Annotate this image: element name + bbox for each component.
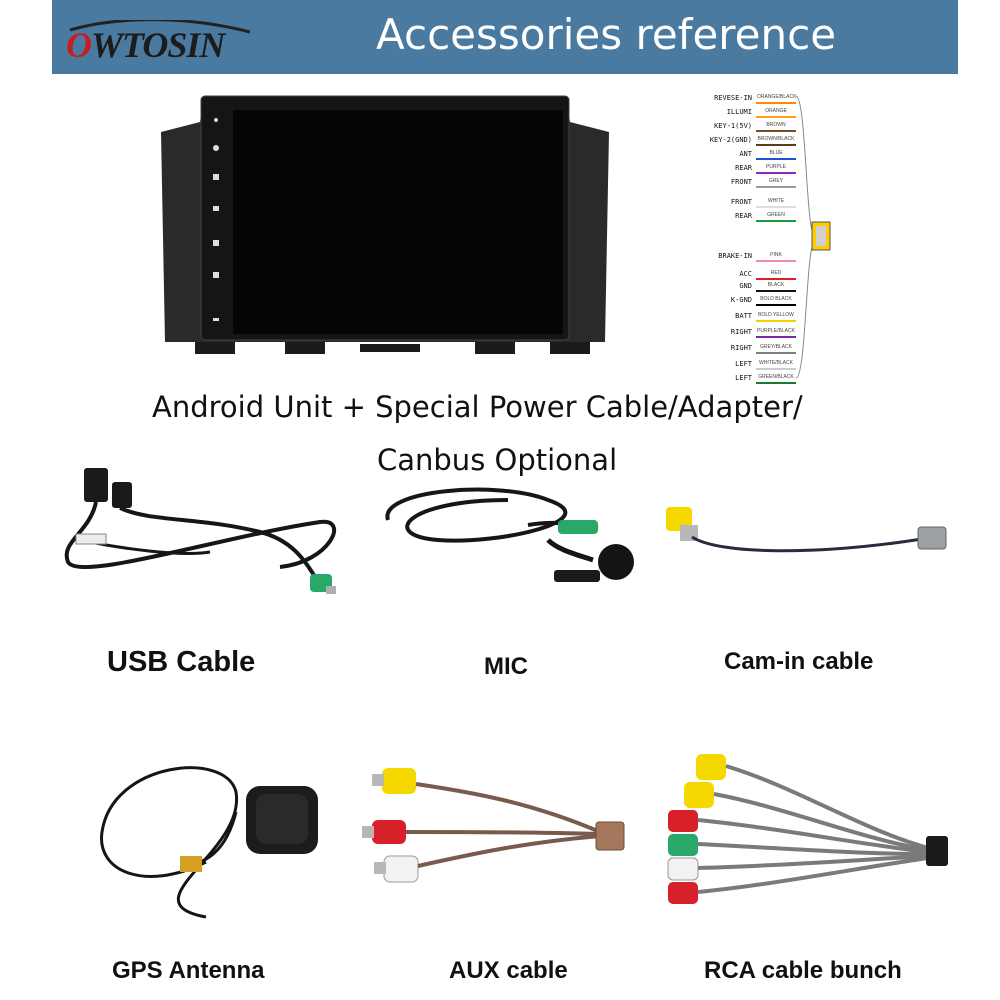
aux-cable-image [362, 768, 625, 883]
wire-line [756, 186, 796, 188]
wire-pin-label: BRAKE-IN [718, 252, 752, 260]
wire-line [756, 116, 796, 118]
wire-pin-label: KEY-1(5V) [714, 122, 752, 130]
wire-pin-label: LEFT [735, 360, 752, 368]
page-title: Accessories reference [376, 10, 837, 59]
wire-color-label: GREEN/BLACK [758, 374, 794, 380]
wire-pin-label: FRONT [730, 198, 752, 206]
wire-line [756, 260, 796, 262]
wiring-diagram: REVESE-IN ORANGE/BLACK ILLUMI ORANGE KEY-1(5… [700, 90, 840, 385]
wire-color-label: ORANGE [765, 108, 787, 114]
wire-color-label: WHITE/BLACK [759, 360, 793, 366]
cam-in-cable-image [666, 507, 947, 553]
wire-pin-label: REVESE-IN [714, 94, 752, 102]
rca-cable-bunch-label: RCA cable bunch [704, 957, 902, 984]
wire-color-label: BLACK [767, 282, 785, 288]
wire-pin-label: RIGHT [730, 328, 752, 336]
gps-antenna-image [100, 766, 318, 919]
wire-color-label: GREEN [767, 212, 785, 218]
wire-color-label: PURPLE [765, 164, 786, 170]
wire-line [756, 130, 796, 132]
wire-line [756, 320, 796, 322]
wire-color-label: GREY [768, 178, 784, 184]
wire-pin-label: BATT [735, 312, 752, 320]
wire-pin-label: ANT [739, 150, 752, 158]
logo-swoosh-icon [69, 20, 251, 34]
wire-color-label: BOLD YELLOW [758, 312, 794, 318]
mic-image [385, 487, 634, 582]
wire-line [756, 144, 796, 146]
cam-in-cable-label: Cam-in cable [724, 648, 874, 675]
wire-line [756, 382, 796, 384]
gps-antenna-label: GPS Antenna [112, 957, 265, 984]
wire-line [756, 352, 796, 354]
wire-pin-label: REAR [735, 212, 752, 220]
usb-cable-label: USB Cable [107, 646, 256, 678]
wire-color-label: BROWN/BLACK [757, 136, 795, 142]
unit-caption-line2: Canbus Optional [377, 443, 618, 477]
wire-color-label: BLUE [769, 150, 783, 156]
wire-bundle-icon [796, 95, 831, 379]
wire-line [756, 278, 796, 280]
wire-line [756, 336, 796, 338]
wire-line [756, 206, 796, 208]
wire-pin-label: K-GND [730, 296, 752, 304]
aux-cable-label: AUX cable [449, 957, 568, 984]
wire-pin-label: GND [739, 282, 752, 290]
brand-logo: OWTOSIN [66, 20, 252, 70]
wire-line [756, 158, 796, 160]
wire-pin-label: REAR [735, 164, 752, 172]
wire-color-label: WHITE [767, 198, 785, 204]
header-banner [52, 0, 958, 74]
android-head-unit [161, 95, 609, 354]
wire-color-label: PURPLE/BLACK [757, 328, 795, 334]
wire-line [756, 172, 796, 174]
wire-color-label: RED [770, 270, 782, 276]
logo-text: OWTOSIN [66, 25, 225, 65]
wire-pin-label: FRONT [730, 178, 752, 186]
wire-line [756, 304, 796, 306]
wire-pin-label: LEFT [735, 374, 752, 382]
wire-color-label: ORANGE/BLACK [757, 94, 797, 100]
wire-line [756, 220, 796, 222]
wire-color-label: BOLD BLACK [760, 296, 792, 302]
wire-pin-label: RIGHT [730, 344, 752, 352]
wire-pin-label: KEY-2(GND) [709, 136, 752, 144]
wire-pin-label: ILLUMI [726, 108, 752, 116]
wire-color-label: GREY/BLACK [760, 344, 792, 350]
wire-line [756, 290, 796, 292]
mic-label: MIC [484, 653, 528, 680]
wire-line [756, 368, 796, 370]
wire-color-label: BROWN [766, 122, 786, 128]
unit-caption-line1: Android Unit + Special Power Cable/Adapt… [152, 390, 803, 424]
usb-cable-image [64, 468, 337, 594]
rca-cable-bunch-image [667, 754, 948, 904]
wire-line [756, 102, 796, 104]
wire-color-label: PINK [770, 252, 782, 258]
wire-pin-label: ACC [739, 270, 752, 278]
